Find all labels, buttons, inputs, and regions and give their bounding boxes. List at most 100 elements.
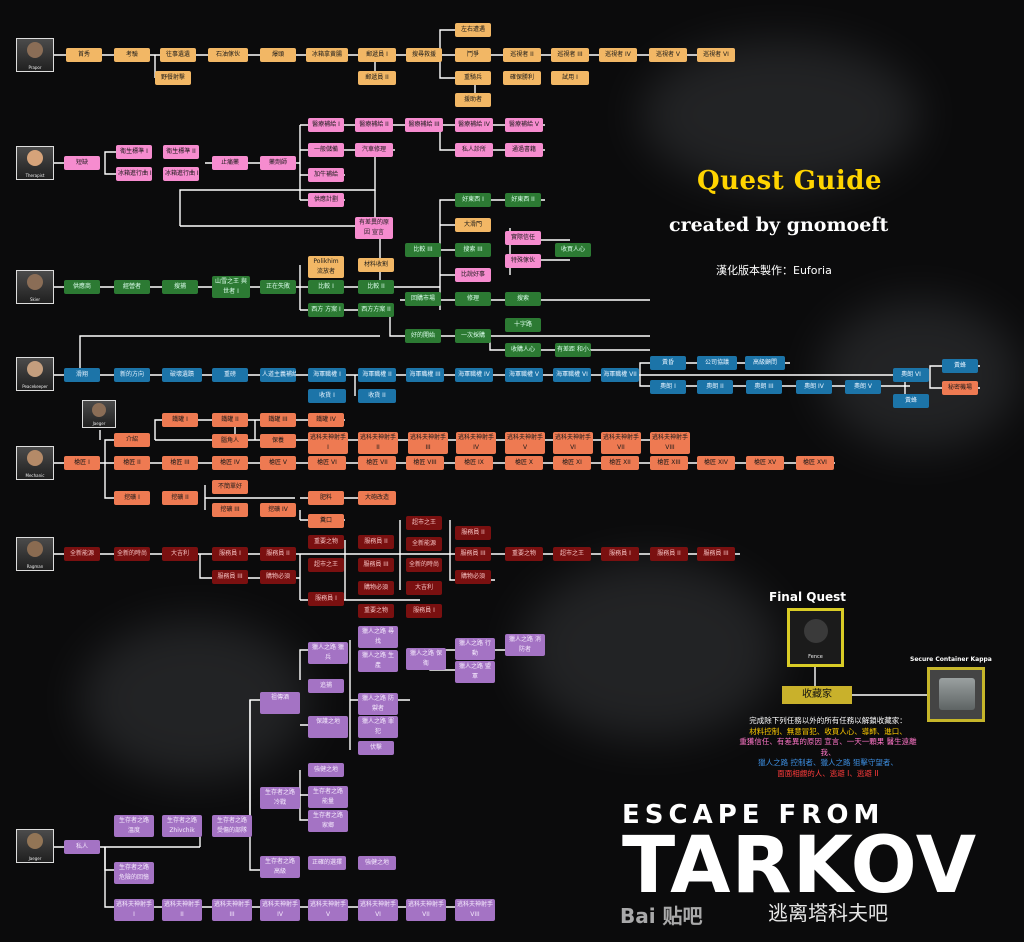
quest-node[interactable]: 奧朗 VI [893,368,929,382]
quest-node[interactable]: 槍匠 IV [212,456,248,470]
quest-node[interactable]: 逃科夫神射手 VII [601,432,641,454]
quest-node[interactable]: 獵人之路 消防者 [505,634,545,656]
quest-node[interactable]: 挖礦 I [114,491,150,505]
quest-node[interactable]: 鐵罐 III [260,413,296,427]
quest-node[interactable]: 確保勝利 [503,71,541,85]
quest-node[interactable]: 比較 III [405,243,441,257]
quest-node[interactable]: 服務員 I [601,547,639,561]
quest-node[interactable]: 比較 I [308,280,344,294]
quest-node[interactable]: 大滑門 [455,218,491,232]
quest-node[interactable]: 腦角人 [212,434,248,448]
quest-node[interactable]: 逃科夫神射手 IV [456,432,496,454]
quest-node[interactable]: 奧朗 I [650,380,686,394]
quest-node[interactable]: 西方方案 II [358,303,394,317]
quest-node[interactable]: 槍匠 VIII [406,456,444,470]
quest-node[interactable]: 黃蜂 [893,394,929,408]
quest-node[interactable]: 服務員 II [260,547,296,561]
trader-avatar-jaeger-small[interactable]: Jaeger [82,400,116,428]
quest-node[interactable]: 超市之王 [553,547,591,561]
quest-node[interactable]: 槍匠 IX [455,456,493,470]
quest-node[interactable]: 醫療補給 IV [455,118,493,132]
quest-node[interactable]: 私人 [64,840,100,854]
quest-node[interactable]: 逃科夫神射手 III [212,899,252,921]
quest-node[interactable]: 人道主義補給 [260,368,296,382]
quest-node[interactable]: 海軍職權 IV [455,368,493,382]
quest-node[interactable]: 祖傳酒 [260,692,300,714]
quest-node[interactable]: 石油傢伙 [208,48,248,62]
quest-node[interactable]: 槍匠 II [114,456,150,470]
quest-node[interactable]: 服務員 III [455,547,491,561]
quest-node[interactable]: 加牛補給 [308,168,344,182]
quest-node[interactable]: 供應計劃 [308,193,344,207]
collector-quest-node[interactable]: 收藏家 [782,686,852,704]
quest-node[interactable]: 山雪之王 與世者 I [212,276,250,298]
quest-node[interactable]: 逃科夫神射手 VIII [455,899,495,921]
quest-node[interactable]: 汽車修理 [355,143,393,157]
quest-node[interactable]: 服務員 II [650,547,688,561]
quest-node[interactable]: 逃科夫神射手 VIII [650,432,690,454]
quest-node[interactable]: 服務員 III [697,547,735,561]
quest-node[interactable]: 強健之地 [308,763,344,777]
quest-node[interactable]: 經營者 [114,280,150,294]
quest-node[interactable]: 獵人之路 行動 [455,638,495,660]
quest-node[interactable]: 逃科夫神射手 II [358,432,398,454]
quest-node[interactable]: 高級顧問 [745,356,785,370]
quest-node[interactable]: 槍匠 VII [358,456,396,470]
quest-node[interactable]: 海軍職權 II [358,368,396,382]
quest-node[interactable]: 海軍職權 I [308,368,346,382]
quest-node[interactable]: 衛生標準 I [116,145,152,159]
quest-node[interactable]: 逃科夫神射手 I [308,432,348,454]
quest-node[interactable]: 搜尋救援 [406,48,442,62]
trader-avatar-prapor[interactable]: Prapor [16,38,54,72]
quest-node[interactable]: 醫療補給 V [505,118,543,132]
quest-node[interactable]: 挖礦 IV [260,503,296,517]
quest-node[interactable]: 獵人之路 罪犯 [358,716,398,738]
quest-node[interactable]: 海軍職權 V [505,368,543,382]
kappa-container-icon[interactable] [927,667,985,722]
quest-node[interactable]: 超市之王 [406,516,442,530]
quest-node[interactable]: 服務員 III [358,558,394,572]
quest-node[interactable]: 追捕 [308,679,344,693]
quest-node[interactable]: 冰箱拿黄腸 [306,48,348,62]
quest-node[interactable]: 實際信任 [505,231,541,245]
quest-node[interactable]: 黃蜂 [942,359,978,373]
quest-node[interactable]: 大吉利 [406,581,442,595]
quest-node[interactable]: 好的開始 [405,329,441,343]
quest-node[interactable]: 搜捕 [162,280,198,294]
trader-avatar-mechanic[interactable]: Mechanic [16,446,54,480]
trader-avatar-ragman[interactable]: Ragman [16,537,54,571]
quest-node[interactable]: 超市之王 [308,558,344,572]
quest-node[interactable]: 槍匠 XII [601,456,639,470]
quest-node[interactable]: 回購市場 [405,292,441,306]
quest-node[interactable]: 生存者之路 危險的回憶 [114,862,154,884]
quest-node[interactable]: 保養 [260,434,296,448]
quest-node[interactable]: 野餐射擊 [155,71,191,85]
quest-node[interactable]: 比說好事 [455,268,491,282]
quest-node[interactable]: 槍匠 VI [308,456,346,470]
quest-node[interactable]: Polikhim 流放者 [308,256,344,278]
quest-node[interactable]: 一次採購 [455,329,491,343]
quest-node[interactable]: 往事遺遺 [160,48,196,62]
quest-node[interactable]: 爆頭 [260,48,296,62]
quest-node[interactable]: 搜索 [505,292,541,306]
trader-avatar-peacekeeper[interactable]: Peacekeeper [16,357,54,391]
quest-node[interactable]: 全新的時尚 [114,547,150,561]
quest-node[interactable]: 短缺 [64,156,100,170]
quest-node[interactable]: 有差異的原因 宣言 [355,217,393,239]
quest-node[interactable]: 海軍職權 III [406,368,444,382]
quest-node[interactable]: 海軍職權 VI [553,368,591,382]
quest-node[interactable]: 強健之地 [358,856,396,870]
quest-node[interactable]: 購物必須 [358,581,394,595]
quest-node[interactable]: 奧朗 IV [796,380,832,394]
quest-node[interactable]: 逃科夫神射手 II [162,899,202,921]
quest-node[interactable]: 逃科夫神射手 V [308,899,348,921]
quest-node[interactable]: 服務員 II [455,526,491,540]
quest-node[interactable]: 冰箱進行曲 I [116,167,152,181]
quest-node[interactable]: 全新能源 [64,547,100,561]
quest-node[interactable]: 止痛藥 [212,156,248,170]
quest-node[interactable]: 郵遞員 I [358,48,396,62]
quest-node[interactable]: 槍匠 XVI [796,456,834,470]
quest-node[interactable]: 黃昏 [650,356,686,370]
quest-node[interactable]: 大吉利 [162,547,198,561]
quest-node[interactable]: 材料收割 [358,258,394,272]
